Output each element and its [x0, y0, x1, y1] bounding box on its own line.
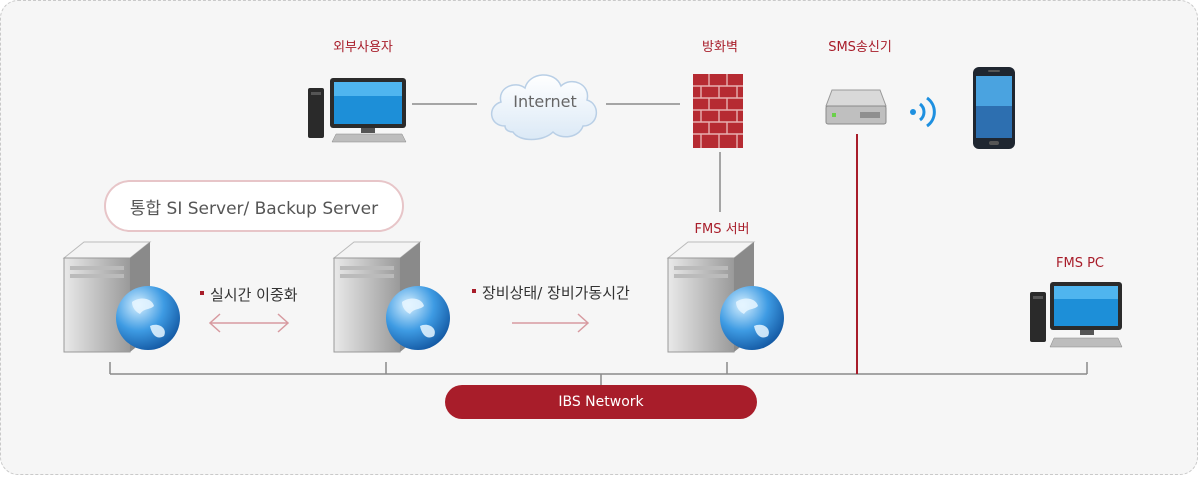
wireless-signal-icon: [910, 96, 936, 128]
bullet-icon: [472, 288, 476, 293]
equipment-status-text: 장비상태/ 장비가동시간: [472, 282, 630, 303]
internet-cloud-icon: [491, 74, 597, 141]
external-user-label: 외부사용자: [333, 40, 393, 55]
smartphone-icon: [973, 67, 1015, 149]
ibs-network-pill: IBS Network: [445, 385, 757, 419]
sms-label: SMS송신기: [828, 40, 892, 55]
fms-server-label: FMS 서버: [694, 222, 750, 237]
equipment-status-label: 장비상태/ 장비가동시간: [482, 284, 630, 302]
firewall-icon: [693, 74, 743, 148]
fms-pc-icon: [1030, 282, 1123, 348]
sms-transmitter-icon: [825, 89, 887, 125]
realtime-replication-label: 실시간 이중화: [210, 286, 298, 304]
internet-label: Internet: [513, 92, 577, 111]
server-globe-icon-2: [332, 241, 450, 353]
fms-pc-label: FMS PC: [1056, 256, 1104, 271]
server-globe-icon-3: [666, 241, 784, 353]
server-globe-icon-1: [62, 241, 180, 353]
realtime-replication-text: 실시간 이중화: [200, 284, 298, 305]
desktop-computer-icon: [308, 78, 407, 143]
bullet-icon: [200, 290, 204, 295]
bidirectional-arrow: [208, 313, 290, 333]
si-server-pill: 통합 SI Server/ Backup Server: [104, 180, 404, 232]
forward-arrow: [512, 313, 590, 333]
firewall-label: 방화벽: [702, 40, 738, 55]
